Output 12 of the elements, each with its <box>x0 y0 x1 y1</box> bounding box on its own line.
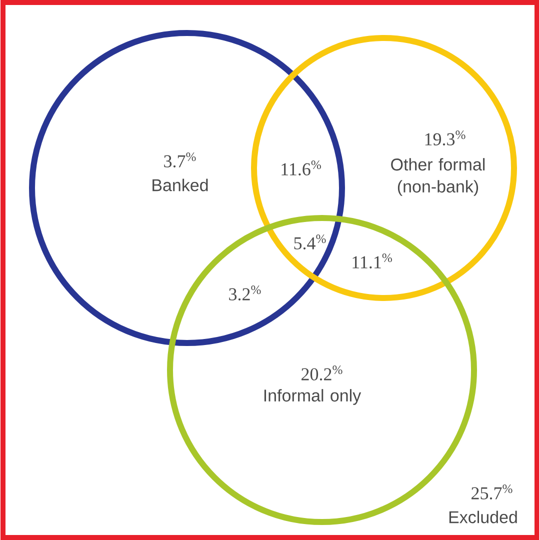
percentage: 19.3$^{%}$ <box>425 130 466 146</box>
percentage: 5.4$^{%}$ <box>294 234 326 250</box>
percentage: 3.7$^{%}$ <box>164 152 196 168</box>
percentage: 20.2$^{%}$ <box>302 366 342 380</box>
category-label: Excluded <box>449 510 517 524</box>
percentage: 3.2$^{%}$ <box>229 286 261 300</box>
category-label: Other formal (non-bank) <box>391 158 485 196</box>
percentage: 11.6$^{%}$ <box>282 160 321 176</box>
percentage: 25.7$^{%}$ <box>472 484 512 500</box>
category-label: Banked <box>152 178 208 192</box>
category-label: Informal only <box>264 389 362 405</box>
percentage: 11.1$^{%}$ <box>352 254 392 268</box>
